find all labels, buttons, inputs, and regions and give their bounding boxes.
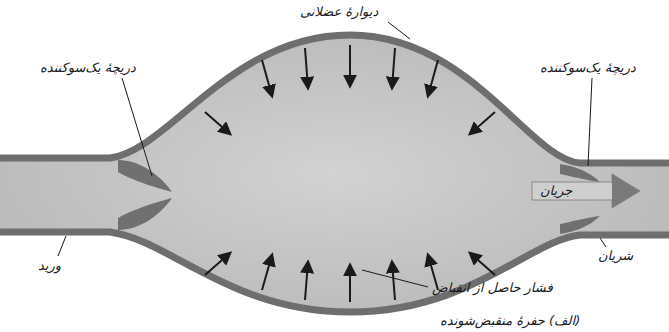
part-label: دیوارهٔ عضلانی <box>300 4 378 20</box>
flow-arrowhead <box>612 174 640 208</box>
valve-leaflet <box>118 160 172 192</box>
part-label: دریچهٔ یک‌سوکننده <box>40 60 136 76</box>
leader-lines <box>58 22 606 287</box>
pressure-arrows <box>205 45 495 302</box>
part-label: ورید <box>38 258 61 274</box>
lumen <box>0 35 669 312</box>
valve-leaflet <box>560 164 600 182</box>
part-label: دریچهٔ یک‌سوکننده <box>540 60 636 76</box>
muscular-wall <box>0 35 669 163</box>
caption: (الف) حفرهٔ منقبض‌شونده <box>440 313 580 329</box>
valve-leaflet <box>560 216 600 234</box>
flow-label: جریان <box>538 183 574 199</box>
flow-arrow <box>532 174 640 208</box>
muscular-wall <box>0 232 669 312</box>
part-label: فشار حاصل از انقباض <box>432 280 553 296</box>
valve-leaflet <box>118 198 172 230</box>
part-label: شریان <box>598 248 633 264</box>
